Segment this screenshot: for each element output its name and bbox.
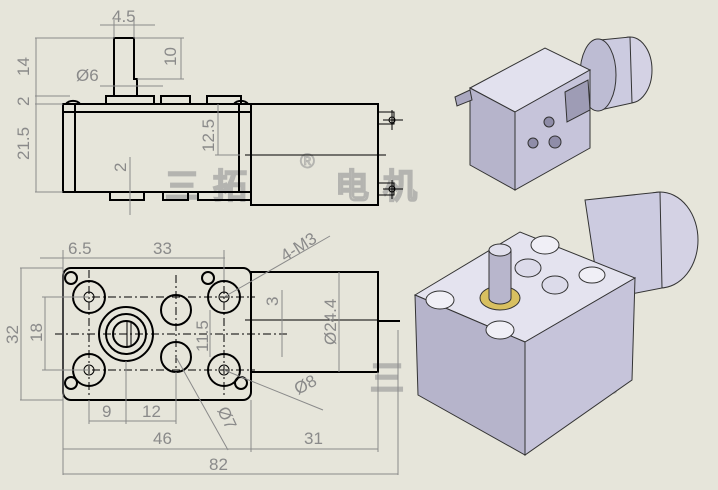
dim-body-height: 21.5 bbox=[14, 127, 33, 160]
dim-hole-spacing-x: 33 bbox=[153, 239, 172, 258]
dim-hole-spacing-y: 18 bbox=[27, 323, 46, 342]
dim-small-hole-diameter: Ø7 bbox=[213, 404, 240, 433]
dim-shaft-width: 4.5 bbox=[112, 7, 136, 26]
mounting-holes bbox=[72, 280, 241, 387]
top-view: 4.5 10 14 Ø6 2 21.5 12.5 2 bbox=[14, 7, 403, 215]
dim-offset-11-5: 11.5 bbox=[193, 320, 212, 352]
dim-shaft-axis-offset: 12.5 bbox=[199, 119, 218, 152]
dim-motor-diameter: Ø24.4 bbox=[321, 299, 340, 345]
motor-side bbox=[250, 271, 379, 373]
dim-offset-3: 3 bbox=[263, 297, 282, 306]
dim-hole-diameter: Ø8 bbox=[291, 371, 320, 398]
dim-shaft-to-hole: 12 bbox=[142, 402, 161, 421]
dim-thread-callout: 4-M3 bbox=[277, 229, 320, 266]
dim-gearbox-length: 46 bbox=[153, 429, 172, 448]
output-shaft bbox=[113, 37, 138, 96]
dim-edge-to-hole: 6.5 bbox=[68, 239, 92, 258]
dim-motor-length: 31 bbox=[304, 429, 323, 448]
iso-render-large bbox=[413, 191, 699, 456]
dim-body-width: 32 bbox=[3, 325, 22, 344]
front-view: 6.5 33 4-M3 32 18 3 11.5 Ø24.4 Ø8 Ø7 9 1… bbox=[3, 229, 400, 475]
dim-shaft-diameter: Ø6 bbox=[76, 66, 99, 85]
dim-boss-height: 2 bbox=[14, 97, 33, 106]
motor-terminal-bottom bbox=[377, 180, 403, 199]
dim-bottom-bump: 2 bbox=[111, 163, 130, 172]
iso-render-small bbox=[454, 36, 653, 191]
dim-overall-length: 82 bbox=[209, 455, 228, 474]
watermark-registered: ® bbox=[300, 151, 315, 173]
dim-hole-to-shaft: 9 bbox=[102, 402, 111, 421]
dim-shaft-height: 14 bbox=[14, 57, 33, 76]
dim-shaft-flat-length: 10 bbox=[161, 47, 180, 66]
motor-terminal-top bbox=[377, 110, 403, 130]
watermark-right-text: 电机 bbox=[335, 167, 431, 207]
